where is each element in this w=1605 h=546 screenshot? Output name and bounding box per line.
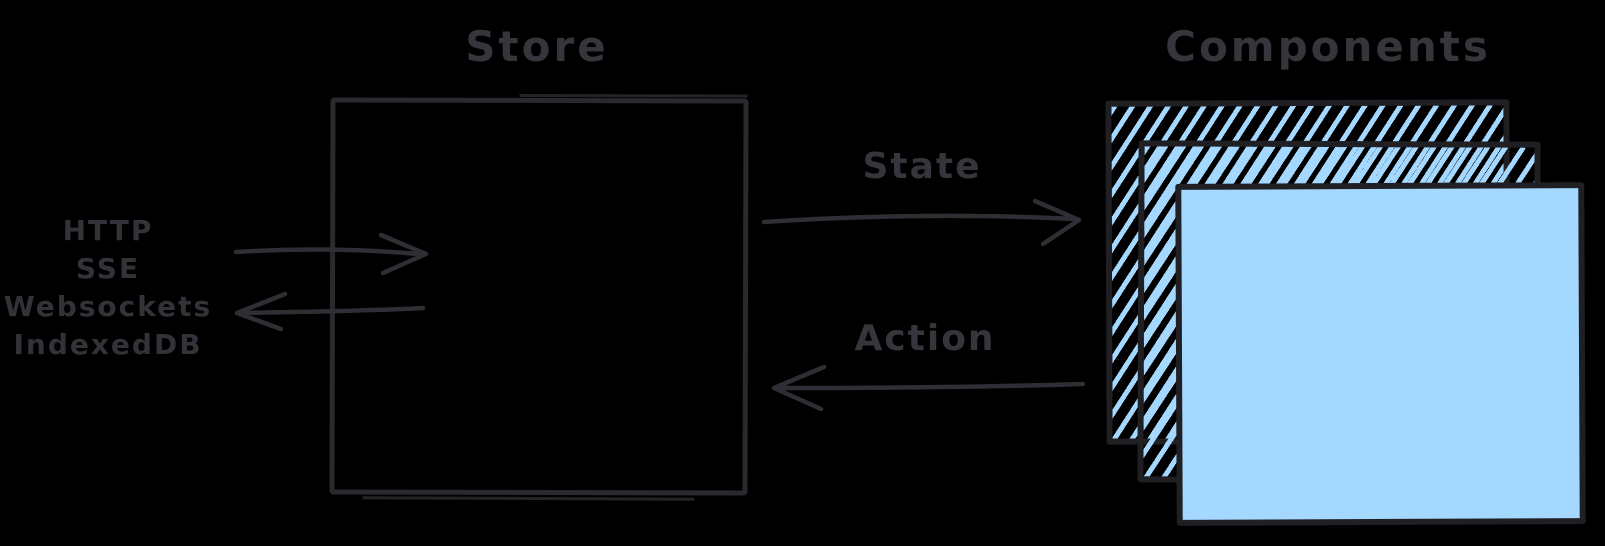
components-title: Components: [1165, 22, 1491, 71]
arrow-shaft: [776, 381, 1086, 391]
store-title: Store: [465, 22, 609, 71]
store-box: [329, 97, 749, 496]
action-flow-label: Action: [854, 318, 996, 359]
action-arrow-icon: [771, 364, 1086, 412]
transport-label-list: HTTP SSE Websockets IndexedDB: [0, 212, 216, 364]
arrow-head: [234, 291, 288, 332]
state-arrow-icon: [761, 198, 1082, 247]
arrow-shaft: [761, 213, 1078, 225]
state-flow-label: State: [862, 146, 982, 187]
arrow-head: [1032, 198, 1082, 247]
arrow-head: [771, 364, 827, 412]
transport-label-indexeddb: IndexedDB: [13, 328, 203, 361]
transport-label-websockets: Websockets: [3, 290, 213, 323]
component-layer-front: [1175, 182, 1586, 526]
transport-label-http: HTTP: [62, 214, 154, 247]
transport-label-sse: SSE: [75, 252, 141, 285]
